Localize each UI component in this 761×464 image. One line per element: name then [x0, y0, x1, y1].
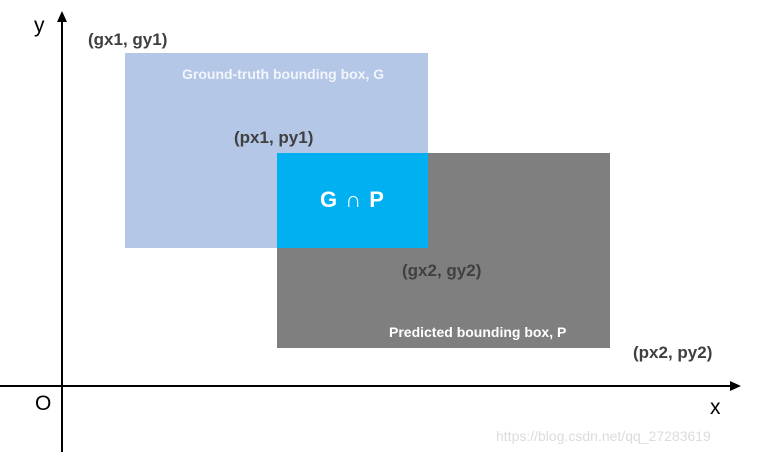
watermark: https://blog.csdn.net/qq_27283619 [496, 428, 711, 444]
point-p1-label: (px1, py1) [234, 128, 314, 147]
x-axis-label: x [710, 396, 721, 419]
y-axis-arrow-icon [57, 11, 67, 22]
x-axis-arrow-icon [730, 381, 741, 391]
point-g1-label: (gx1, gy1) [88, 30, 168, 49]
predicted-label: Predicted bounding box, P [389, 324, 567, 340]
point-p2-label: (px2, py2) [633, 343, 713, 362]
ground-truth-label: Ground-truth bounding box, G [182, 66, 385, 82]
intersection-label: G ∩ P [320, 187, 385, 212]
intersection-box [277, 153, 428, 248]
y-axis-label: y [34, 14, 45, 37]
point-g2-label: (gx2, gy2) [402, 261, 482, 280]
origin-label: O [35, 392, 52, 415]
